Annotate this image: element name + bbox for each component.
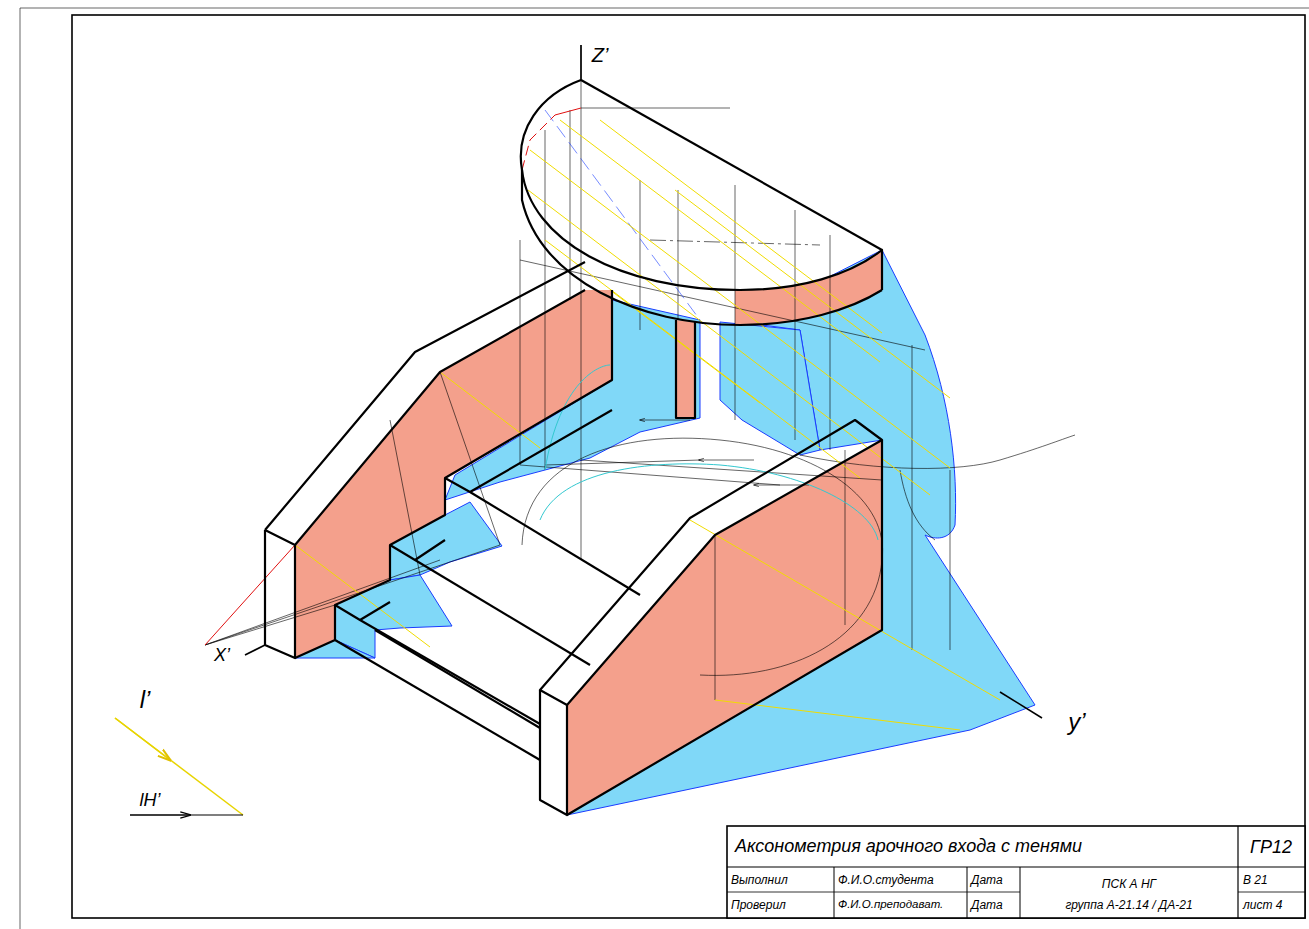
- title-block-cell: Ф.И.О.студента: [838, 874, 934, 886]
- cast-shadow: [295, 250, 1035, 815]
- shadow-line: [205, 108, 585, 645]
- title-block: [727, 826, 1305, 918]
- axis-label: X’: [214, 646, 230, 664]
- title-block-cell: Проверил: [731, 899, 786, 911]
- visible-outline: [265, 80, 882, 815]
- title-block-cell: ГР12: [1250, 838, 1292, 856]
- axis-line: [245, 45, 1042, 718]
- axis-label: y’: [1068, 710, 1085, 734]
- title-block-cell: Выполнил: [731, 874, 788, 886]
- light-direction-arrow: [115, 718, 170, 760]
- light-ray: [295, 120, 1000, 730]
- light-projection: [130, 814, 243, 815]
- own-shadow: [295, 250, 882, 815]
- title-block-cell: Ф.И.О.преподават.: [838, 899, 943, 911]
- title-block-cell: ПСК А НГ: [1102, 878, 1156, 890]
- construction-line: [205, 45, 1075, 700]
- title-block-cell: В 21: [1243, 874, 1268, 886]
- sheet-title: Аксонометрия арочного входа с тенями: [735, 837, 1082, 855]
- axis-label: lН’: [140, 791, 161, 809]
- title-block-cell: Дата: [971, 899, 1003, 911]
- axis-label: Z’: [592, 45, 609, 65]
- drawing-frame: [72, 15, 1305, 918]
- title-block-cell: лист 4: [1243, 899, 1282, 911]
- light-direction: [115, 718, 243, 815]
- sheet-edge: [20, 8, 1309, 9]
- sheet-edge: [20, 8, 21, 929]
- light-projection-arrow: [130, 814, 190, 815]
- title-block-cell: группа А-21.14 / ДА-21: [1065, 899, 1192, 911]
- axis-label: l’: [140, 688, 151, 712]
- title-block-cell: Дата: [971, 874, 1003, 886]
